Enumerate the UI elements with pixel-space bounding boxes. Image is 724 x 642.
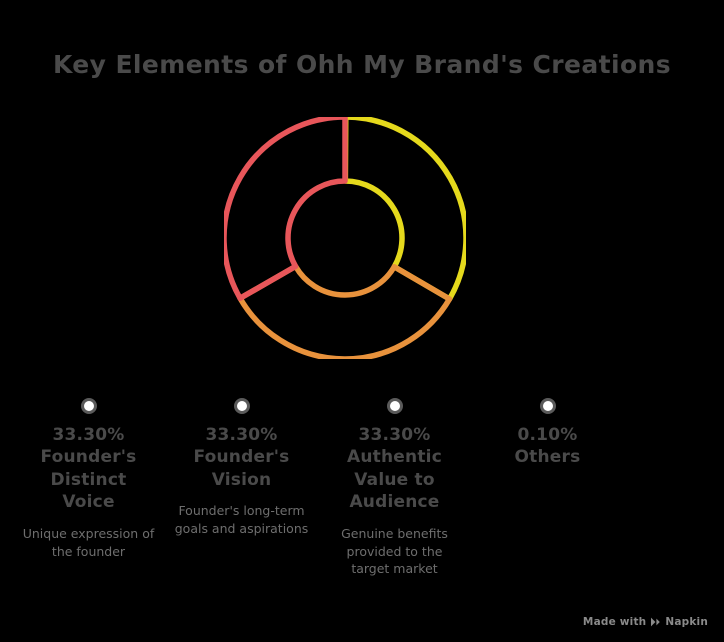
donut-slice[interactable] xyxy=(237,263,453,359)
donut-chart[interactable] xyxy=(224,117,466,359)
legend-item-founders-vision[interactable]: 33.30% Founder's Vision Founder's long-t… xyxy=(165,398,318,538)
legend-item-description: Unique expression of the founder xyxy=(22,525,155,559)
page-title: Key Elements of Ohh My Brand's Creations xyxy=(52,50,672,79)
legend-dot-icon xyxy=(80,398,97,414)
donut-chart-svg xyxy=(224,117,466,359)
donut-slice[interactable] xyxy=(342,117,466,302)
watermark-prefix-label: Made with xyxy=(582,616,647,628)
watermark-brand-label: Napkin xyxy=(665,616,708,628)
legend-item-label: 33.30% Founder's Vision xyxy=(193,425,290,490)
donut-slices xyxy=(224,117,466,359)
legend-item-label: 33.30% Founder's Distinct Voice xyxy=(40,425,137,513)
legend-item-description: Genuine benefits provided to the target … xyxy=(341,525,448,577)
legend-item-founders-distinct-voice[interactable]: 33.30% Founder's Distinct Voice Unique e… xyxy=(12,398,165,560)
donut-slice[interactable] xyxy=(224,117,348,302)
napkin-watermark[interactable]: Made with Napkin xyxy=(583,616,708,628)
legend-dot-icon xyxy=(539,398,556,414)
legend-item-label: 33.30% Authentic Value to Audience xyxy=(347,425,442,513)
chart-legend: 33.30% Founder's Distinct Voice Unique e… xyxy=(12,398,712,578)
napkin-play-logo-icon xyxy=(650,617,661,627)
legend-item-label: 0.10% Others xyxy=(514,425,581,468)
legend-item-authentic-value-to-audience[interactable]: 33.30% Authentic Value to Audience Genui… xyxy=(318,398,471,578)
legend-item-description: Founder's long-term goals and aspiration… xyxy=(174,503,309,537)
legend-item-others[interactable]: 0.10% Others xyxy=(471,398,624,480)
legend-dot-icon xyxy=(233,398,250,414)
legend-dot-icon xyxy=(386,398,403,414)
